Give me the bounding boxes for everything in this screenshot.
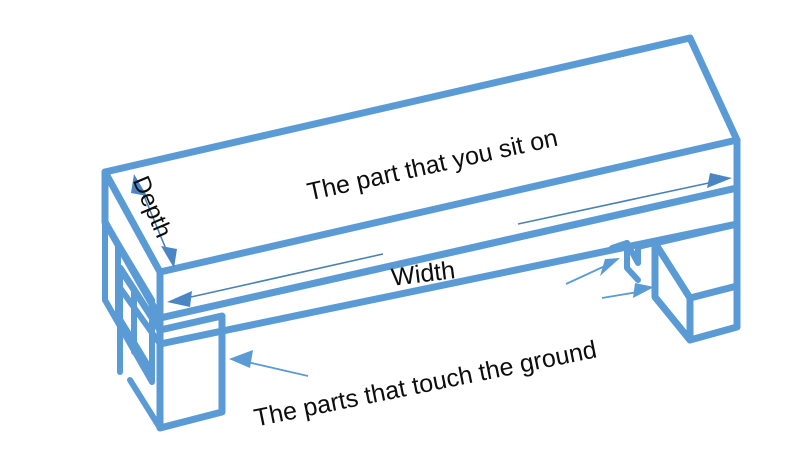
legs-leader-head-left	[229, 350, 253, 368]
legs-leader-head-right-upper	[600, 258, 620, 276]
depth-arrow-head-top	[131, 174, 147, 196]
apron-left-return-edge	[115, 282, 163, 347]
left-leg-left-side	[116, 264, 164, 334]
legs-callout-leaders	[229, 258, 654, 377]
depth-dimension-arrow	[131, 174, 177, 268]
width-dimension-arrow	[167, 173, 732, 307]
left-leg-left-side-lower	[127, 377, 163, 431]
front-apron	[115, 184, 741, 348]
right-leg-bottom-edge	[686, 282, 741, 302]
left-leg-front-outline	[156, 312, 226, 432]
width-arrow-head-left	[167, 291, 192, 307]
width-arrow-left-segment	[181, 253, 384, 300]
seat-left-end-face	[105, 172, 160, 318]
legs-leader-line-left	[242, 360, 309, 377]
apron-top-edge	[156, 184, 741, 322]
right-leg-inner-bracket-lower	[624, 240, 641, 283]
seat-top-face	[105, 38, 737, 272]
depth-arrow-head-bottom	[161, 246, 177, 268]
bench-solid-faces	[105, 38, 737, 428]
legs-leader-line-right-upper	[565, 265, 606, 285]
left-leg	[102, 219, 226, 432]
legs-leader-head-right-lower	[633, 283, 654, 298]
right-leg-front-face	[655, 224, 737, 308]
width-arrow-head-right	[707, 173, 732, 188]
legs-leader-line-right-lower	[601, 291, 639, 299]
width-arrow-right-segment	[517, 180, 719, 225]
front-apron-face	[160, 140, 737, 318]
apron-bottom-edge	[156, 220, 741, 348]
depth-arrow-line	[139, 185, 169, 255]
seat-left-end-bottom-edge	[101, 218, 164, 322]
